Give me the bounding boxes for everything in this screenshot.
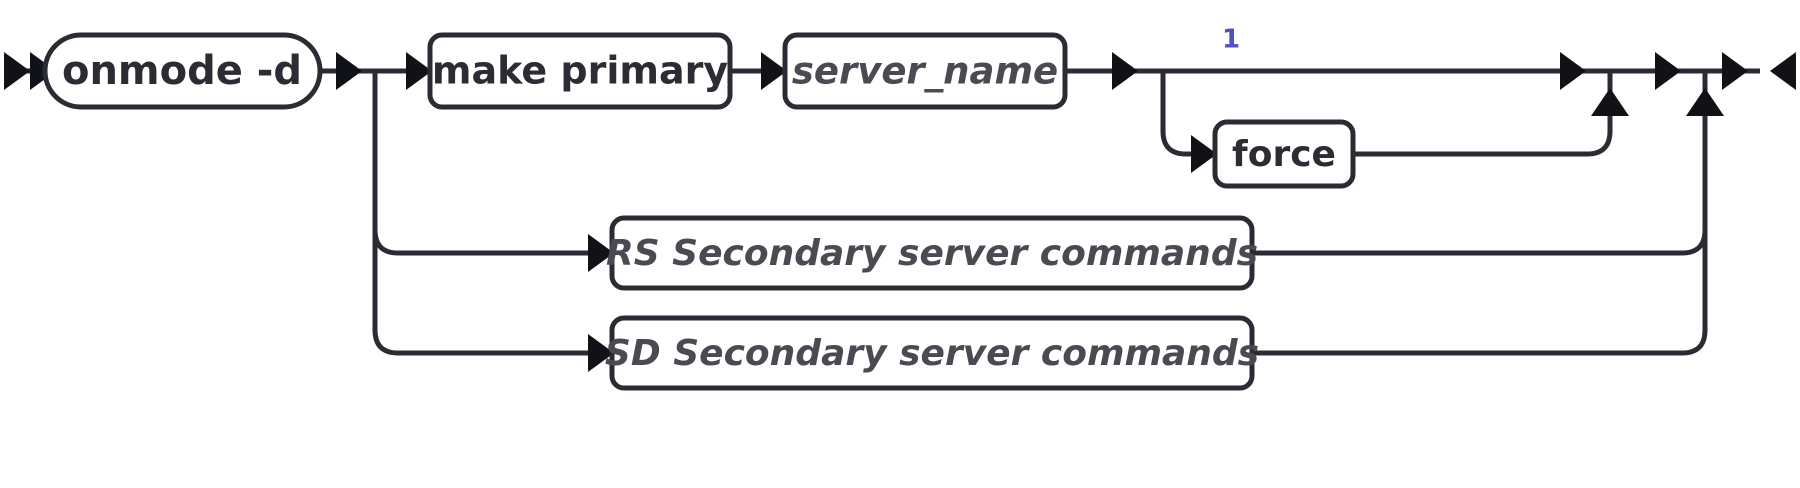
end-arrow-icon-right	[1722, 52, 1748, 90]
arrow-icon-lower-merge-up	[1686, 88, 1724, 116]
rail-arrowheads	[4, 52, 1796, 372]
node-sd-secondary-label: SD Secondary server commands	[605, 333, 1259, 374]
node-rs-secondary-label: RS Secondary server commands	[606, 233, 1258, 274]
node-force-shape	[1212, 119, 1356, 189]
node-make-primary-shape	[427, 32, 733, 110]
footnote-reference-1[interactable]: 1	[1222, 25, 1240, 55]
arrow-icon-main-before-force-merge	[1560, 52, 1586, 90]
arrow-icon-main-before-lower-merge	[1655, 52, 1681, 90]
arrow-icon-into-rs-secondary	[588, 234, 614, 272]
node-onmode-d-label: onmode -d	[62, 48, 302, 94]
node-rs-secondary-shape	[609, 215, 1255, 291]
node-server-name-label: server_name	[792, 50, 1058, 93]
node-make-primary[interactable]: make primary	[427, 32, 733, 110]
end-arrow-icon-left	[1770, 52, 1796, 90]
rail-force-return	[1353, 71, 1613, 157]
rail-force-entry	[1160, 71, 1215, 157]
arrow-icon-into-force	[1191, 135, 1217, 173]
node-sd-secondary-commands[interactable]: SD Secondary server commands	[605, 315, 1259, 391]
node-onmode-d-shape	[42, 32, 323, 110]
rail-sd-return	[1252, 71, 1708, 356]
node-server-name[interactable]: server_name	[782, 32, 1068, 110]
node-make-primary-label: make primary	[432, 49, 728, 93]
rail-lines	[8, 68, 1760, 356]
rail-branch-to-sd	[372, 71, 612, 356]
node-force[interactable]: force	[1212, 119, 1356, 189]
arrow-icon-into-server-name	[761, 52, 787, 90]
node-force-label: force	[1232, 134, 1336, 175]
arrow-icon-into-sd-secondary	[588, 334, 614, 372]
node-rs-secondary-commands[interactable]: RS Secondary server commands	[606, 215, 1258, 291]
arrow-icon-into-make-primary	[406, 52, 432, 90]
arrow-icon-after-server-name	[1112, 52, 1138, 90]
start-arrow-icon-1	[4, 52, 30, 90]
arrow-icon-force-merge-up	[1591, 88, 1629, 116]
node-server-name-shape	[782, 32, 1068, 110]
arrow-icon-after-command	[336, 52, 362, 90]
node-onmode-d[interactable]: onmode -d	[42, 32, 323, 110]
node-sd-secondary-shape	[609, 315, 1255, 391]
